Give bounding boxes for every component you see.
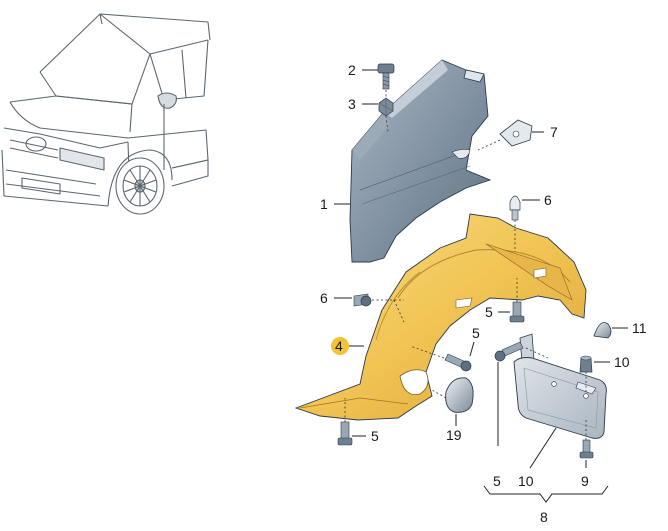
callout-10-flap: 10 bbox=[518, 473, 534, 489]
screw-5-flap bbox=[494, 341, 524, 362]
mud-flap-assembly bbox=[513, 333, 607, 439]
callout-5-right: 5 bbox=[485, 304, 493, 320]
nut-3 bbox=[378, 97, 394, 117]
vehicle-illustration bbox=[1, 13, 211, 215]
nut-10-upper bbox=[579, 355, 593, 373]
fender-panel bbox=[349, 59, 492, 263]
callout-9: 9 bbox=[581, 473, 589, 489]
callout-4: 4 bbox=[335, 338, 343, 354]
cover-cap-19 bbox=[445, 377, 474, 413]
clip-6-top bbox=[509, 195, 521, 221]
callout-19: 19 bbox=[446, 427, 462, 443]
callout-10-right: 10 bbox=[614, 354, 630, 370]
callout-6-left: 6 bbox=[320, 290, 328, 306]
callout-5-flap: 5 bbox=[493, 473, 501, 489]
bolt-2 bbox=[377, 63, 395, 90]
callout-6-top: 6 bbox=[544, 192, 552, 208]
callout-5-bottom: 5 bbox=[371, 428, 379, 444]
callout-8: 8 bbox=[540, 509, 548, 525]
callout-7: 7 bbox=[550, 124, 558, 140]
callout-11: 11 bbox=[632, 320, 647, 336]
clip-7 bbox=[499, 119, 533, 147]
screw-5-mid bbox=[444, 353, 472, 372]
leader-lines bbox=[334, 69, 628, 503]
bolt-9 bbox=[579, 439, 594, 459]
callout-2: 2 bbox=[348, 62, 356, 78]
screw-5-right bbox=[509, 301, 525, 323]
callout-3: 3 bbox=[348, 96, 356, 112]
callout-5-mid: 5 bbox=[472, 325, 480, 341]
screw-5-bottom bbox=[337, 421, 353, 446]
assembly-guide-lines bbox=[344, 90, 587, 440]
callout-4-highlight bbox=[331, 337, 349, 355]
clip-6-left bbox=[353, 293, 372, 307]
callout-1: 1 bbox=[320, 196, 328, 212]
cap-11 bbox=[593, 322, 612, 339]
wheel-arch-liner bbox=[294, 213, 587, 421]
